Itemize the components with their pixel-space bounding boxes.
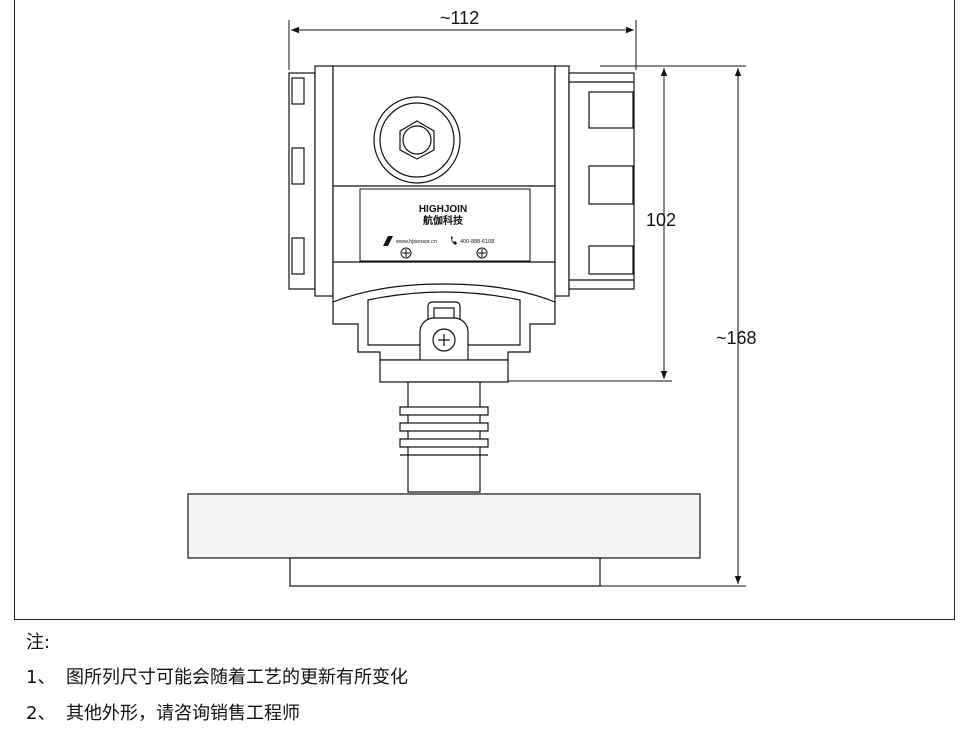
brand-text: HIGHJOIN [419,204,467,215]
transmitter-housing [288,65,635,303]
cable-gland [373,96,461,184]
phone-icon [451,236,457,245]
note-number: 1、 [26,667,56,688]
technical-drawing: ~112 102 ~168 [187,8,757,587]
note-text: 图所列尺寸可能会随着工艺的更新有所变化 [66,667,408,688]
total-height-dimension [600,65,746,587]
note-number: 2、 [26,703,56,724]
width-dimension-label: ~112 [440,8,479,28]
website-text: www.hjsensor.cn [395,239,437,245]
note-item: 1、图所列尺寸可能会随着工艺的更新有所变化 [26,663,408,689]
body-height-label: 102 [646,210,676,230]
logo-icon [383,236,393,246]
phone-text: 400-888-6108 [460,239,494,245]
notes-title: 注: [26,632,51,653]
flange [187,493,701,587]
nameplate [359,188,531,262]
note-text: 其他外形，请咨询销售工程师 [66,703,300,724]
screw-icon [400,247,488,259]
width-dimension [288,20,637,70]
drawing-frame [14,0,955,620]
note-item: 2、其他外形，请咨询销售工程师 [26,699,300,725]
sensor-stem [379,359,509,493]
total-height-label: ~168 [716,328,757,348]
company-text: 航伽科技 [423,214,464,227]
